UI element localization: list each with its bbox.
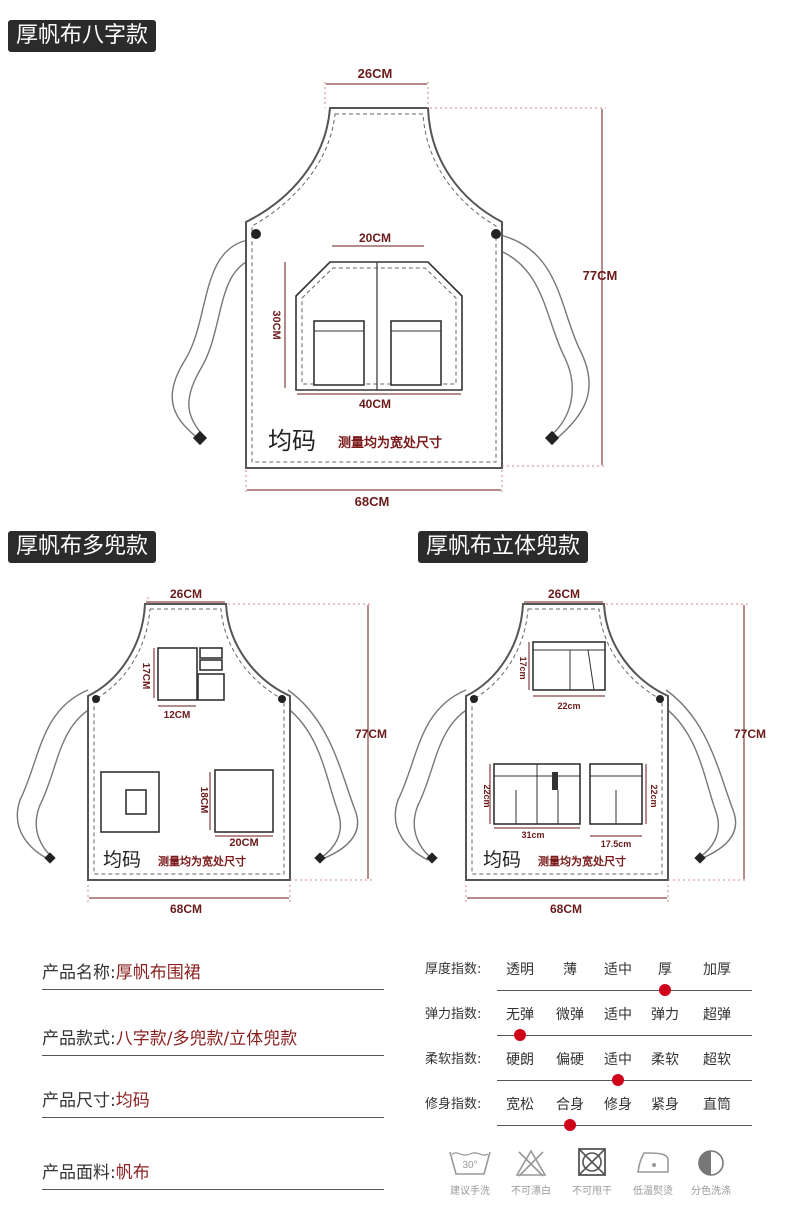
dim-pocket1-width-3: 22cm (557, 701, 580, 711)
index-option: 合身 (556, 1097, 584, 1113)
dim-pocket3-width-3: 17.5cm (601, 839, 632, 849)
care-label-no-tumble-dry: 不可甩干 (572, 1186, 612, 1197)
care-label-no-bleach: 不可漂白 (511, 1186, 551, 1197)
index-option: 偏硬 (556, 1052, 584, 1068)
spec-value: 均码 (115, 1091, 150, 1111)
care-label-separate-wash: 分色洗涤 (691, 1186, 731, 1197)
dim-pocket2-height-3: 22cm (482, 784, 492, 807)
index-option: 紧身 (651, 1097, 679, 1113)
dim-pocket1-height-3: 17cm (518, 656, 528, 679)
apron-1 (171, 82, 606, 495)
dim-pocket-bottom-1: 40CM (359, 397, 391, 411)
index-option: 适中 (604, 962, 632, 978)
dim-top-width-3: 26CM (548, 587, 580, 601)
dim-pocket1-width-2: 12CM (164, 710, 191, 721)
index-option: 厚 (658, 962, 672, 978)
apron-2 (16, 596, 372, 903)
dim-height-1: 77CM (583, 268, 618, 283)
size-note-2: 测量均为宽处尺寸 (158, 854, 246, 868)
index-indicator-dot (659, 984, 671, 996)
index-option: 超软 (703, 1052, 731, 1068)
index-option: 适中 (604, 1052, 632, 1068)
dim-pocket2-width-2: 20CM (229, 837, 258, 849)
index-option: 宽松 (506, 1097, 534, 1113)
index-option: 微弹 (556, 1007, 584, 1023)
index-option: 硬朗 (506, 1052, 534, 1068)
index-scale-line (497, 1080, 752, 1081)
separate-wash-icon (698, 1150, 724, 1176)
dim-bottom-width-3: 68CM (550, 902, 582, 916)
index-option: 弹力 (651, 1007, 679, 1023)
spec-label: 产品尺寸: (42, 1091, 116, 1111)
index-label: 弹力指数: (425, 1007, 482, 1022)
apron-diagrams: .body { fill:#fff; stroke:#555; stroke-w… (16, 66, 766, 916)
index-indicator-dot (612, 1074, 624, 1086)
index-option: 适中 (604, 1007, 632, 1023)
size-note-3: 测量均为宽处尺寸 (538, 854, 626, 868)
index-scale-line (497, 1035, 752, 1036)
spec-value: 八字款/多兜款/立体兜款 (115, 1029, 298, 1049)
index-option: 直筒 (703, 1097, 731, 1113)
index-label: 修身指数: (425, 1097, 482, 1112)
no-tumble-dry-icon (578, 1148, 606, 1176)
index-scale-line (497, 1125, 752, 1126)
no-bleach-icon (515, 1149, 547, 1177)
index-scale-line (497, 990, 752, 991)
dim-pocket-height-1: 30CM (270, 310, 282, 339)
apron-3 (394, 601, 748, 903)
spec-value: 帆布 (115, 1163, 150, 1183)
dim-height-2: 77CM (355, 727, 387, 741)
index-option: 透明 (506, 962, 534, 978)
index-option: 加厚 (703, 962, 731, 978)
index-indicator-dot (514, 1029, 526, 1041)
index-option: 柔软 (651, 1052, 679, 1068)
size-label-3: 均码 (483, 849, 521, 871)
size-label-2: 均码 (103, 849, 141, 871)
spec-row-style: 产品款式:八字款/多兜款/立体兜款 (42, 1024, 384, 1056)
dim-height-3: 77CM (734, 727, 766, 741)
dim-pocket-width-1: 20CM (359, 231, 391, 245)
dim-pocket2-height-2: 18CM (198, 787, 209, 814)
style-title-3: 厚帆布立体兜款 (418, 531, 589, 563)
dim-pocket1-height-2: 17CM (140, 663, 151, 690)
spec-row-name: 产品名称:厚帆布围裙 (42, 958, 384, 990)
dim-pocket2-width-3: 31cm (521, 830, 544, 840)
hand-wash-temp: 30° (462, 1160, 477, 1171)
index-label: 厚度指数: (425, 962, 482, 977)
index-option: 超弹 (703, 1007, 731, 1023)
dim-bottom-width-2: 68CM (170, 902, 202, 916)
dim-top-width-1: 26CM (358, 66, 393, 81)
style-title-2: 厚帆布多兜款 (8, 531, 157, 563)
index-option: 修身 (604, 1097, 632, 1113)
index-option: 薄 (563, 962, 577, 978)
spec-label: 产品面料: (42, 1163, 116, 1183)
size-note-1: 测量均为宽处尺寸 (338, 435, 442, 451)
spec-label: 产品款式: (42, 1029, 116, 1049)
size-label-1: 均码 (268, 427, 316, 455)
care-label-low-iron: 低温熨烫 (633, 1186, 673, 1197)
dim-bottom-width-1: 68CM (355, 494, 390, 509)
style-title-1: 厚帆布八字款 (8, 20, 157, 52)
dim-pocket3-height-3: 22cm (649, 784, 659, 807)
index-label: 柔软指数: (425, 1052, 482, 1067)
hand-wash-30-icon: 30° (449, 1151, 491, 1175)
index-option: 无弹 (506, 1007, 534, 1023)
low-iron-icon (637, 1152, 669, 1173)
spec-value: 厚帆布围裙 (115, 963, 201, 983)
spec-label: 产品名称: (42, 963, 116, 983)
care-label-hand-wash: 建议手洗 (450, 1186, 490, 1197)
dim-top-width-2: 26CM (170, 587, 202, 601)
spec-row-size: 产品尺寸:均码 (42, 1086, 384, 1118)
spec-row-fabric: 产品面料:帆布 (42, 1158, 384, 1190)
index-indicator-dot (564, 1119, 576, 1131)
